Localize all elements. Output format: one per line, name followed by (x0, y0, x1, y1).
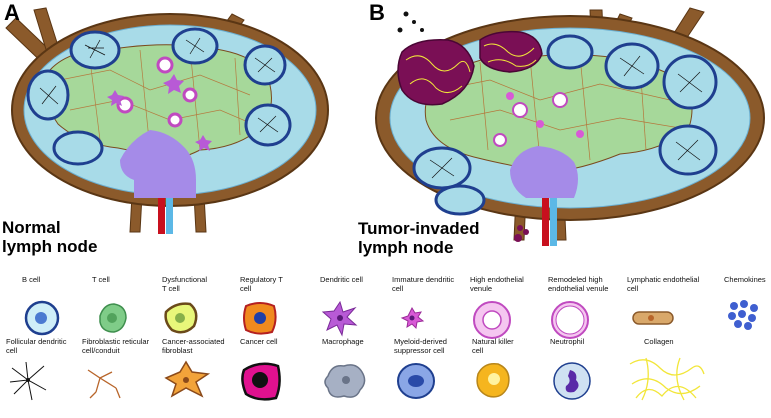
legend-item-cancer-cell: Cancer cell (240, 337, 326, 418)
legend-label: Cancer cell (240, 337, 278, 346)
panel-label-b: B (369, 0, 385, 25)
neutrophil-icon (550, 360, 594, 402)
legend-item-follicular-dendritic-cell: Follicular dendritic cell (6, 337, 92, 418)
dendritic-cell-icon (320, 298, 360, 338)
chemokines-icon (724, 298, 768, 338)
legend-label: T cell (92, 275, 110, 284)
tumor-invaded-lymph-node-diagram (370, 0, 771, 250)
mdsc-icon (394, 360, 438, 402)
lymphatic-endothelial-cell-icon (627, 298, 681, 338)
legend-label: Follicular dendritic cell (6, 337, 67, 355)
panel-label-a: A (4, 0, 20, 25)
legend-label: Natural killer cell (472, 337, 514, 355)
legend-label: Fibroblastic reticular cell/conduit (82, 337, 150, 355)
legend-label: Myeloid-derived suppressor cell (394, 337, 447, 355)
macrophage-icon (322, 360, 370, 402)
legend-item-t-cell: T cell (92, 275, 178, 356)
collagen-icon (626, 354, 706, 404)
remodeled-hev-icon (548, 298, 592, 342)
legend-item-dendritic-cell: Dendritic cell (320, 275, 406, 356)
legend-item-nk-cell: Natural killer cell (472, 337, 558, 418)
legend-item-cancer-associated-fibroblast: Cancer-associated fibroblast (162, 337, 248, 418)
t-cell-icon (92, 298, 132, 338)
fibroblastic-reticular-cell-icon (82, 360, 126, 402)
regulatory-t-cell-icon (240, 298, 280, 338)
legend-item-dysfunctional-t-cell: Dysfunctional T cell (162, 275, 248, 356)
nk-cell-icon (472, 360, 516, 402)
legend-item-collagen: Collagen (626, 337, 712, 418)
legend-item-chemokines: Chemokines (724, 275, 771, 356)
legend-label: Dendritic cell (320, 275, 363, 284)
legend-label: Collagen (644, 337, 674, 346)
legend-item-remodeled-hev: Remodeled high endothelial venule (548, 275, 634, 356)
legend-label: Immature dendritic cell (392, 275, 455, 293)
legend-item-high-endothelial-venule: High endothelial venule (470, 275, 556, 356)
legend-label: B cell (22, 275, 41, 284)
panel-caption-tumor: Tumor-invaded lymph node (358, 219, 480, 257)
dysfunctional-t-cell-icon (162, 298, 202, 338)
legend-item-neutrophil: Neutrophil (550, 337, 636, 418)
legend-label: Remodeled high endothelial venule (548, 275, 609, 293)
normal-lymph-node-diagram (0, 0, 340, 245)
cancer-associated-fibroblast-icon (162, 360, 212, 402)
legend-label: Chemokines (724, 275, 766, 284)
legend-item-macrophage: Macrophage (322, 337, 408, 418)
legend-label: Neutrophil (550, 337, 585, 346)
legend-label: Cancer-associated fibroblast (162, 337, 225, 355)
legend-item-fibroblastic-reticular-cell: Fibroblastic reticular cell/conduit (82, 337, 168, 418)
legend-label: Lymphatic endothelial cell (627, 275, 700, 293)
legend-item-immature-dendritic-cell: Immature dendritic cell (392, 275, 478, 356)
legend-item-regulatory-t-cell: Regulatory T cell (240, 275, 326, 356)
legend-label: High endothelial venule (470, 275, 524, 293)
legend: B cell T cell Dysfunctional T cell Regul… (0, 272, 771, 406)
follicular-dendritic-cell-icon (6, 360, 50, 402)
legend-item-mdsc: Myeloid-derived suppressor cell (394, 337, 480, 418)
legend-label: Regulatory T cell (240, 275, 283, 293)
legend-label: Dysfunctional T cell (162, 275, 208, 293)
b-cell-icon (22, 298, 62, 338)
legend-item-lymphatic-endothelial-cell: Lymphatic endothelial cell (627, 275, 713, 356)
immature-dendritic-cell-icon (392, 298, 432, 338)
panel-caption-normal: Normal lymph node (2, 218, 98, 256)
legend-item-b-cell: B cell (22, 275, 108, 356)
legend-label: Macrophage (322, 337, 364, 346)
high-endothelial-venule-icon (470, 298, 514, 342)
cancer-cell-icon (240, 360, 284, 402)
